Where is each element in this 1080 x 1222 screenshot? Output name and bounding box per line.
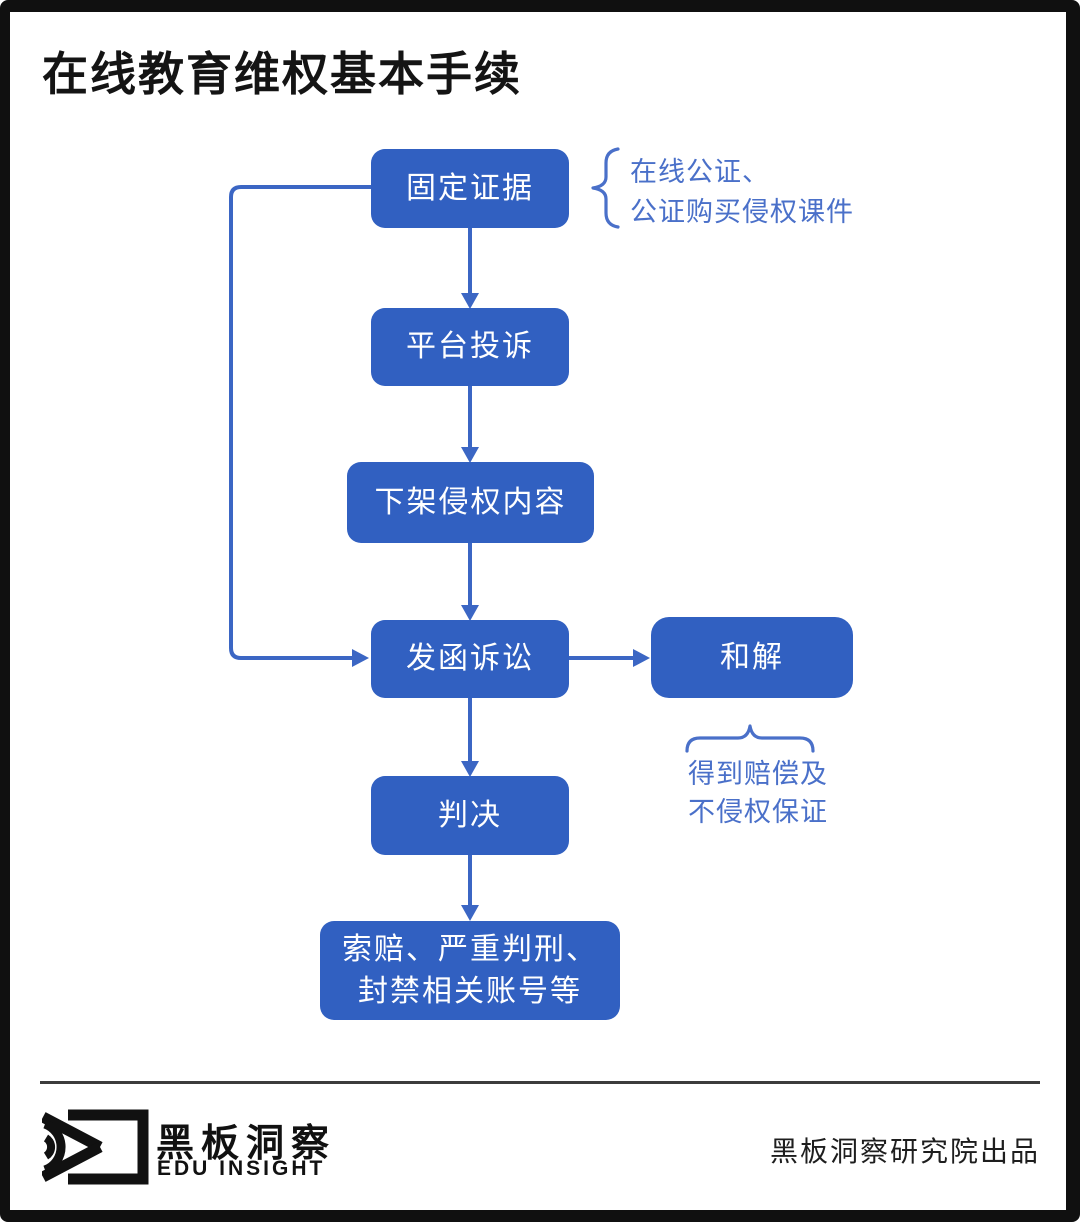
up-curly-brace-icon (685, 724, 815, 753)
flow-node-label: 判决 (438, 798, 502, 832)
page-title: 在线教育维权基本手续 (42, 48, 522, 100)
evidence-note-line2: 公证购买侵权课件 (630, 197, 854, 227)
settlement-note: 得到赔偿及 不侵权保证 (688, 755, 828, 831)
flow-node-settlement: 和解 (651, 617, 853, 698)
evidence-note-line1: 在线公证、 (630, 157, 770, 187)
evidence-note: 在线公证、 公证购买侵权课件 (630, 152, 854, 232)
arrowhead-down-icon (461, 293, 479, 309)
footer-logo-en: EDU INSIGHT (157, 1157, 326, 1180)
settlement-note-line2: 不侵权保证 (688, 797, 828, 827)
eye-logo-icon (42, 1109, 149, 1185)
arrowhead-right-icon (633, 649, 650, 667)
edge-evidence-letter-loop (229, 185, 371, 660)
footer-divider (40, 1081, 1040, 1084)
flow-node-complaint: 平台投诉 (371, 308, 569, 386)
flow-node-label-line1: 索赔、严重判刑、 (342, 932, 598, 966)
arrowhead-down-icon (461, 905, 479, 921)
arrowhead-down-icon (461, 605, 479, 621)
arrowhead-down-icon (461, 761, 479, 777)
footer-credit: 黑板洞察研究院出品 (769, 1136, 1040, 1167)
footer-logo-cn: 黑板洞察 (156, 1123, 337, 1165)
flow-node-label: 下架侵权内容 (374, 485, 567, 519)
flow-node-evidence: 固定证据 (371, 149, 569, 228)
flow-node-takedown: 下架侵权内容 (347, 462, 594, 543)
flow-node-judgment: 判决 (371, 776, 569, 855)
flow-node-label: 平台投诉 (406, 330, 534, 363)
flow-node-label: 固定证据 (406, 171, 534, 205)
flow-node-penalty: 索赔、严重判刑、 封禁相关账号等 (320, 921, 620, 1020)
arrowhead-down-icon (461, 447, 479, 463)
flow-node-label-line2: 封禁相关账号等 (358, 974, 582, 1008)
left-curly-brace-icon (591, 147, 620, 229)
settlement-note-line1: 得到赔偿及 (688, 759, 828, 789)
flow-node-letter: 发函诉讼 (371, 620, 569, 698)
flow-node-label: 发函诉讼 (406, 642, 534, 675)
flow-node-label: 和解 (720, 640, 784, 674)
arrowhead-right-icon (352, 649, 369, 667)
